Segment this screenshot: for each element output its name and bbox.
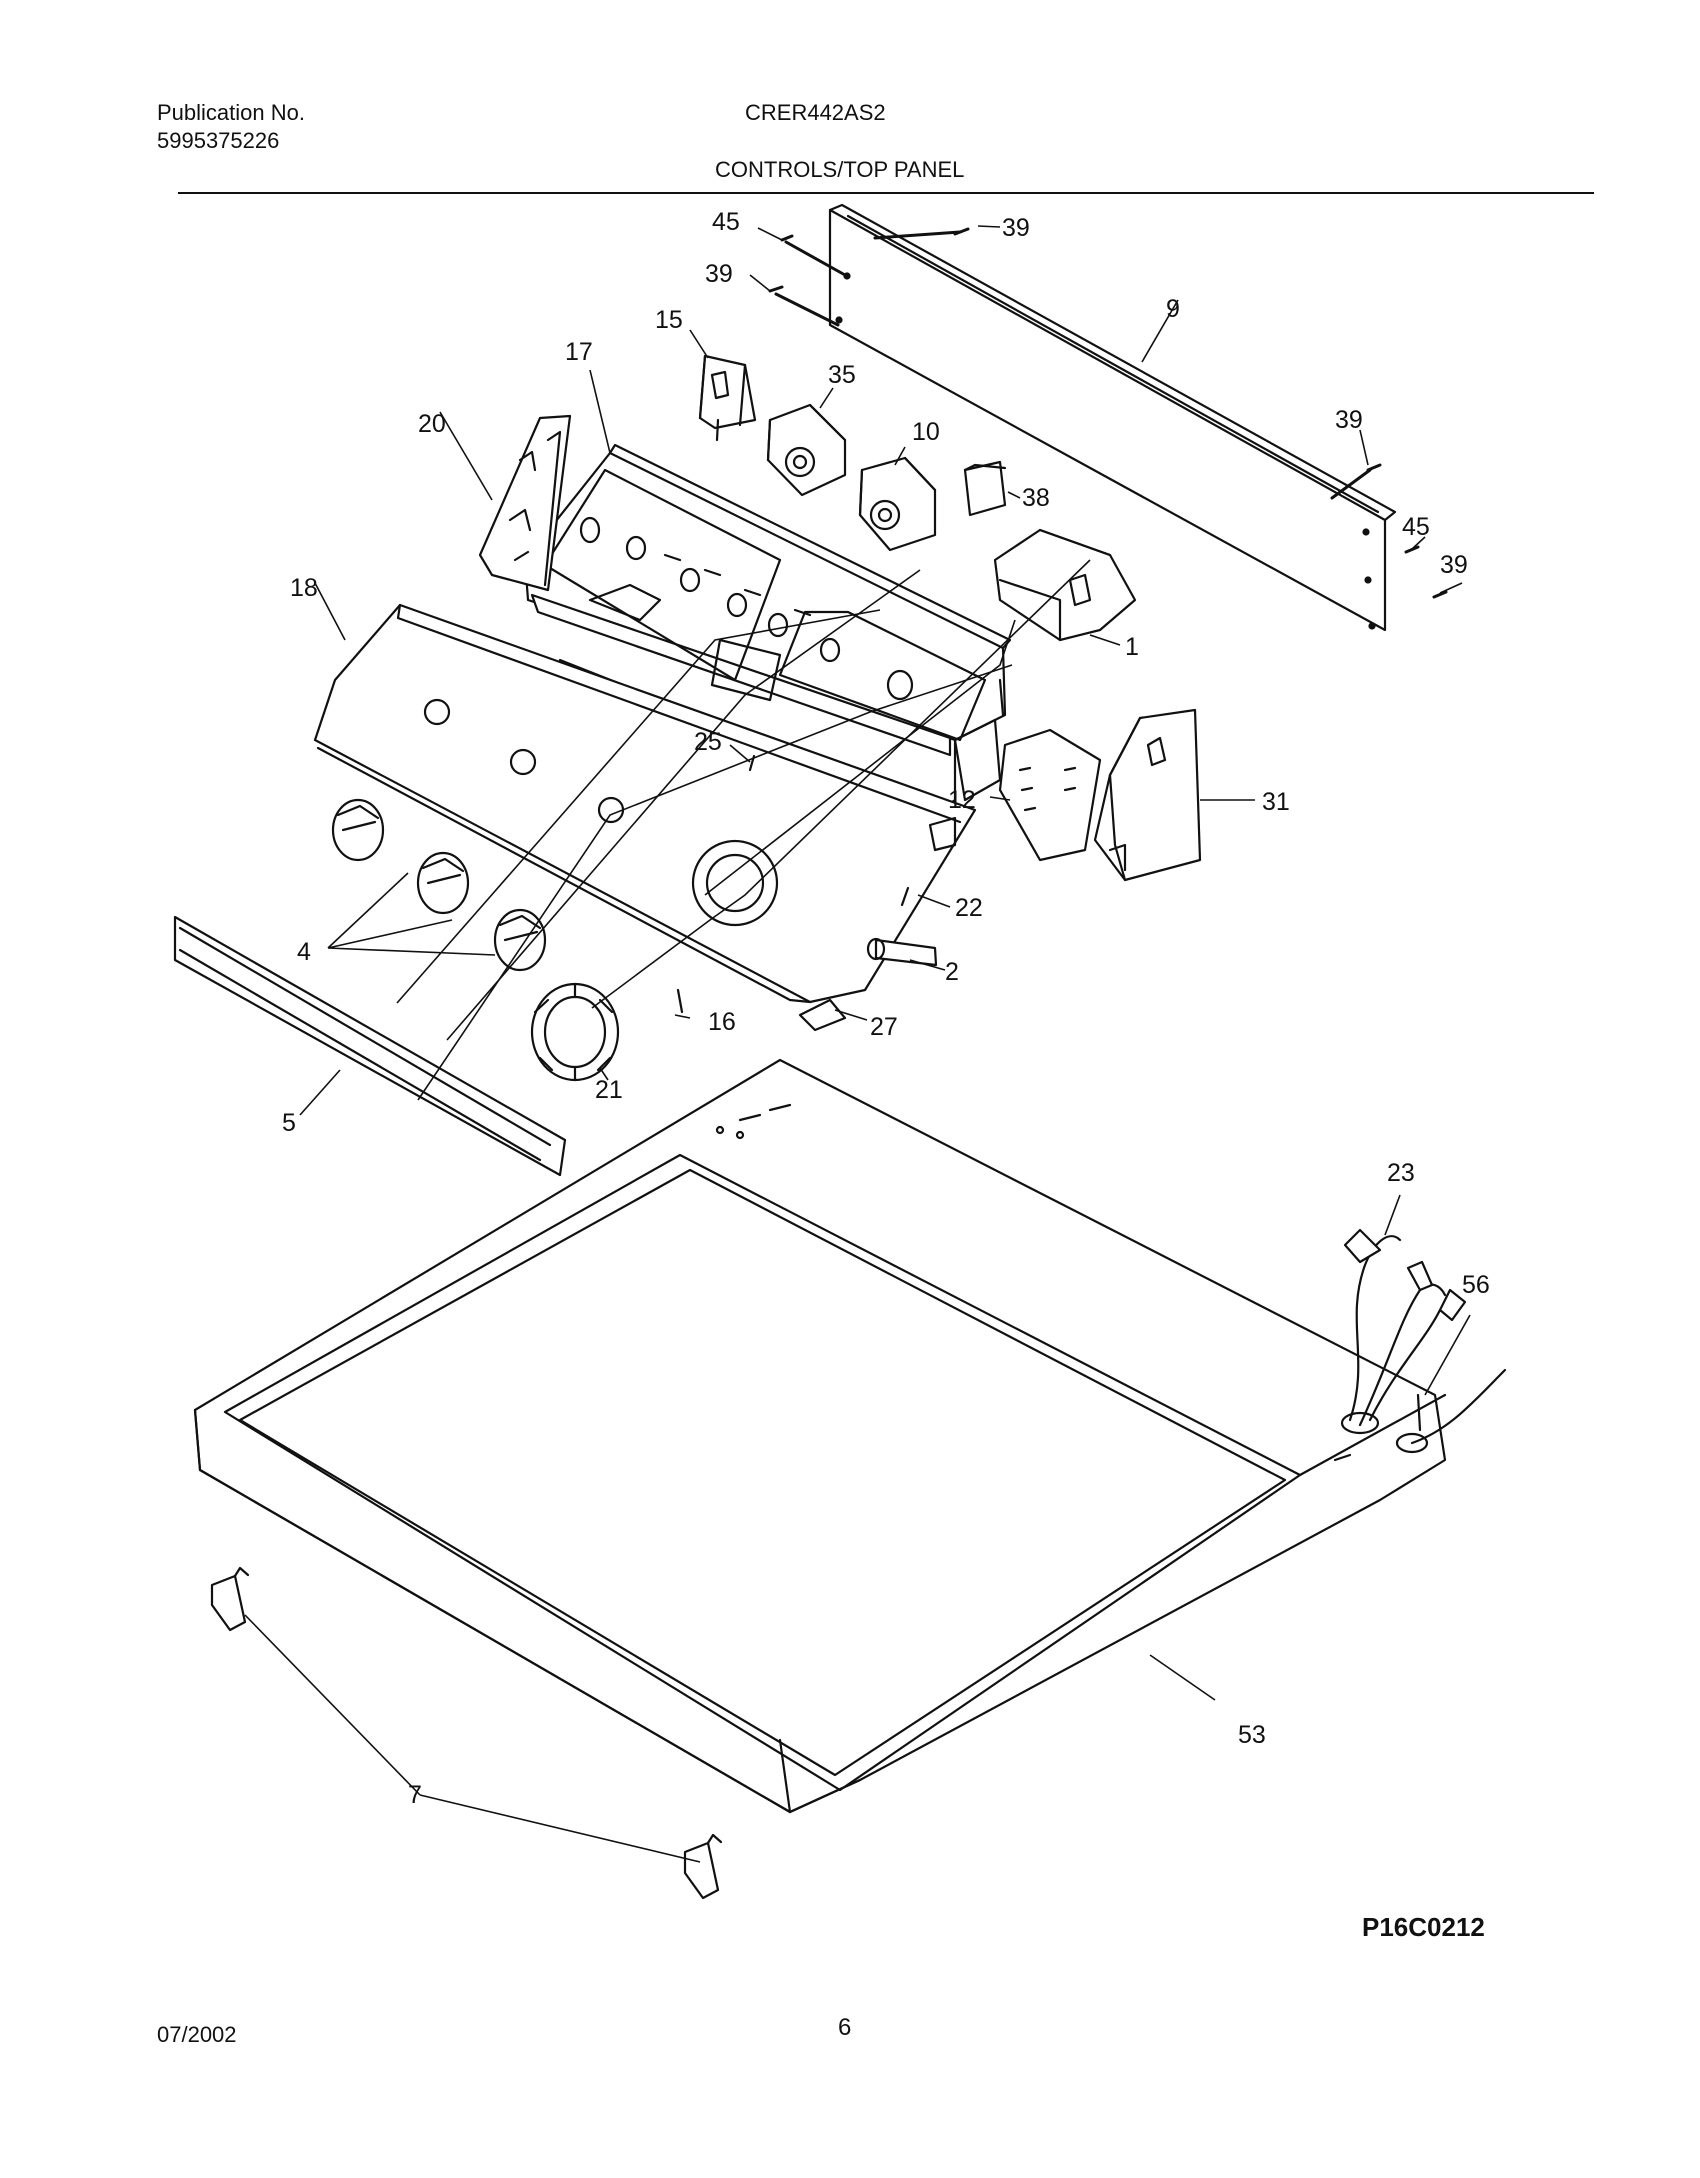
timer-knob [530, 982, 620, 1082]
knob [331, 798, 385, 862]
callout-12: 12 [948, 786, 976, 814]
component-15 [698, 354, 757, 442]
callout-23: 23 [1387, 1159, 1415, 1187]
footer-date: 07/2002 [157, 2022, 237, 2047]
callout-10: 10 [912, 418, 940, 446]
callout-5: 5 [282, 1109, 296, 1137]
callout-9: 9 [1166, 295, 1180, 323]
left-end-cap [478, 414, 572, 592]
knob [493, 908, 547, 972]
small-parts [676, 754, 938, 1032]
callout-16: 16 [708, 1008, 736, 1036]
section-title: CONTROLS/TOP PANEL [715, 157, 965, 182]
callout-7: 7 [408, 1781, 422, 1809]
control-console [523, 443, 1012, 812]
header-rule [178, 192, 1594, 194]
callout-38: 38 [1022, 484, 1050, 512]
callout-35: 35 [828, 361, 856, 389]
callout-21: 21 [595, 1076, 623, 1104]
callout-17: 17 [565, 338, 593, 366]
clips [210, 1566, 723, 1900]
publication-label: Publication No. [157, 100, 305, 125]
control-panel-front [313, 603, 977, 1004]
right-end-cap [1093, 708, 1202, 882]
callout-22: 22 [955, 894, 983, 922]
callout-45: 45 [1402, 513, 1430, 541]
wire-harness [1340, 1228, 1507, 1454]
callout-31: 31 [1262, 788, 1290, 816]
component-38 [963, 460, 1007, 517]
top-panel [193, 1058, 1447, 1814]
callout-20: 20 [418, 410, 446, 438]
callout-39: 39 [1002, 214, 1030, 242]
model-number: CRER442AS2 [745, 100, 886, 125]
callout-39: 39 [1440, 551, 1468, 579]
callout-numbers: 45 39 39 9 15 17 35 20 10 38 39 45 39 1 … [282, 208, 1490, 1809]
knobs [331, 798, 547, 972]
callout-4: 4 [297, 938, 311, 966]
diagram-code: P16C0212 [1362, 1912, 1485, 1942]
trim-strip [173, 915, 567, 1177]
publication-number: 5995375226 [157, 128, 280, 153]
knob [416, 851, 470, 915]
callout-56: 56 [1462, 1271, 1490, 1299]
page-number: 6 [838, 2014, 852, 2041]
callout-39: 39 [1335, 406, 1363, 434]
component-35 [766, 403, 847, 497]
callout-45: 45 [712, 208, 740, 236]
component-12 [998, 728, 1102, 862]
bracket [928, 718, 1002, 852]
callout-1: 1 [1125, 633, 1139, 661]
component-10 [858, 456, 937, 552]
callout-53: 53 [1238, 1721, 1266, 1749]
screws-top [768, 227, 1448, 599]
callout-2: 2 [945, 958, 959, 986]
callout-27: 27 [870, 1013, 898, 1041]
callout-25: 25 [694, 728, 722, 756]
leader-lines [244, 225, 1471, 1863]
callout-18: 18 [290, 574, 318, 602]
callout-15: 15 [655, 306, 683, 334]
callout-39: 39 [705, 260, 733, 288]
back-panel [828, 203, 1397, 632]
